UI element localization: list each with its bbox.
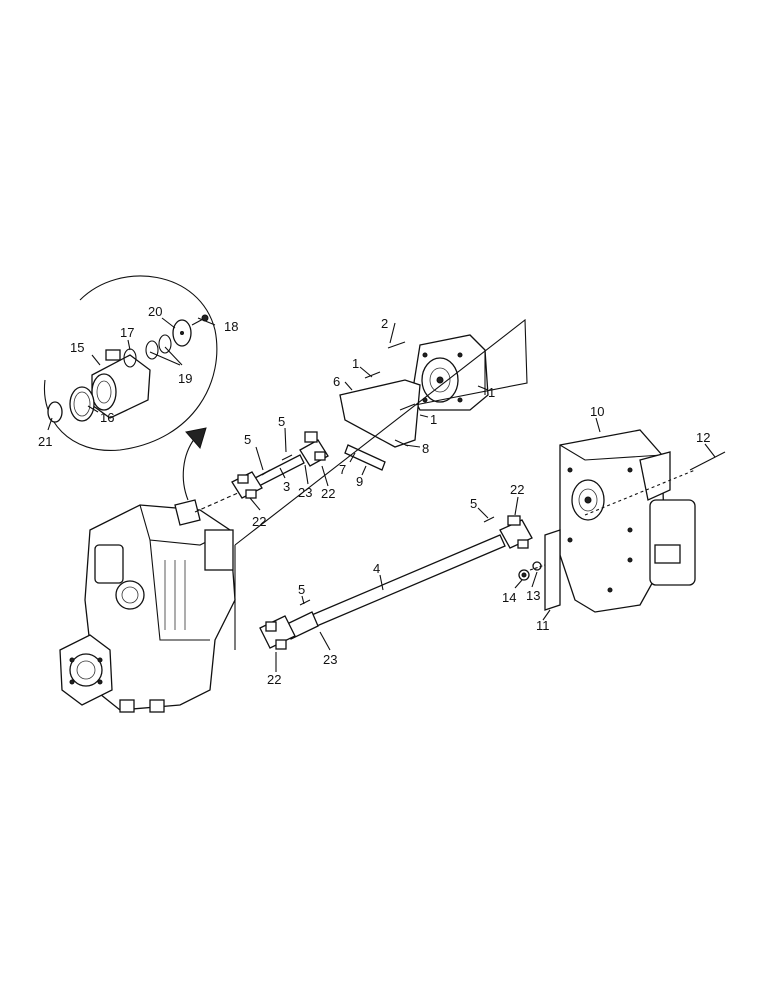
callout-22c: 22 xyxy=(510,482,524,497)
arrow-icon xyxy=(182,427,207,501)
callout-5d: 5 xyxy=(298,582,305,597)
callout-5a: 5 xyxy=(244,432,251,447)
callout-5c: 5 xyxy=(470,496,477,511)
callout-20: 20 xyxy=(148,304,162,319)
part-19-shim-a xyxy=(145,340,159,360)
callout-16: 16 xyxy=(100,410,114,425)
callout-22d: 22 xyxy=(267,672,281,687)
callout-3: 3 xyxy=(283,479,290,494)
part-13-washer xyxy=(532,561,542,571)
callout-12: 12 xyxy=(696,430,710,445)
callout-6: 6 xyxy=(333,374,340,389)
callout-10: 10 xyxy=(590,404,604,419)
drive-shaft-4 xyxy=(259,515,533,650)
callout-1c: 1 xyxy=(430,412,437,427)
callout-21: 21 xyxy=(38,434,52,449)
callout-13: 13 xyxy=(526,588,540,603)
part-15-hub xyxy=(91,349,151,419)
callout-14: 14 xyxy=(502,590,516,605)
callout-1a: 1 xyxy=(352,356,359,371)
callout-2: 2 xyxy=(381,316,388,331)
part-11-block xyxy=(544,529,561,611)
callout-7: 7 xyxy=(339,462,346,477)
callout-18: 18 xyxy=(224,319,238,334)
detail-inset xyxy=(43,275,218,451)
part-9-brace xyxy=(344,444,386,471)
part-6-guard xyxy=(339,379,421,448)
drive-shaft-3 xyxy=(194,431,329,513)
callout-4: 4 xyxy=(373,561,380,576)
callout-11: 11 xyxy=(536,618,550,633)
callout-19: 19 xyxy=(178,371,192,386)
gearbox-10 xyxy=(559,429,696,613)
part-19-shim-b xyxy=(158,334,172,354)
callout-labels: 1 1 1 2 3 4 5 5 5 5 6 7 8 9 10 11 12 13 … xyxy=(38,304,710,687)
hydraulic-pump xyxy=(411,334,489,411)
callout-22b: 22 xyxy=(321,486,335,501)
callout-15: 15 xyxy=(70,340,84,355)
callout-8: 8 xyxy=(422,441,429,456)
part-21-ring xyxy=(47,401,63,423)
callout-23a: 23 xyxy=(298,485,312,500)
callout-22a: 22 xyxy=(252,514,266,529)
callout-23b: 23 xyxy=(323,652,337,667)
callout-5b: 5 xyxy=(278,414,285,429)
callout-17: 17 xyxy=(120,325,134,340)
callout-9: 9 xyxy=(356,474,363,489)
transmission-housing xyxy=(59,499,236,713)
leader-lines xyxy=(47,317,716,672)
callout-1b: 1 xyxy=(488,385,495,400)
